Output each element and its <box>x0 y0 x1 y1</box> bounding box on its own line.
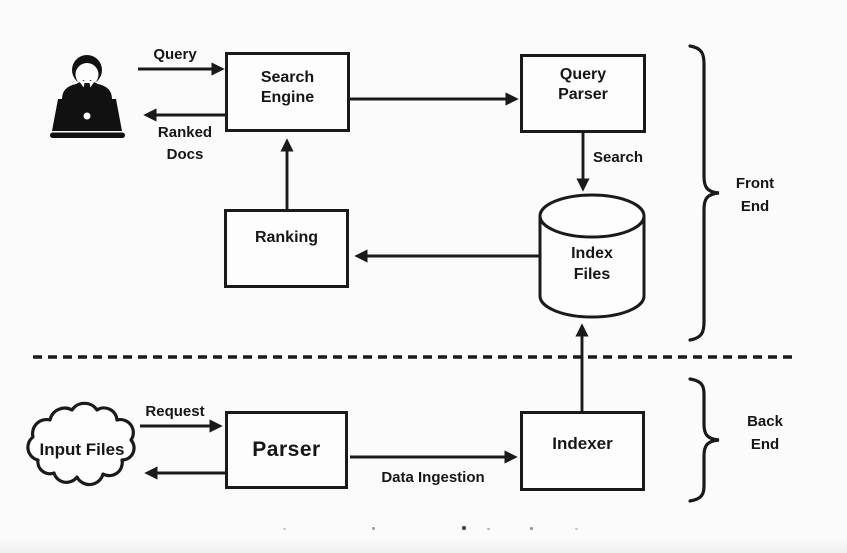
artifact-dot <box>283 528 286 530</box>
input-files-label: Input Files <box>39 440 125 459</box>
index-files-label: Index Files <box>540 243 644 285</box>
index-files-label-line1: Index <box>571 245 613 262</box>
artifact-dot <box>575 528 578 530</box>
parser-label: Parser <box>252 438 321 461</box>
index-files-label-line2: Files <box>573 266 611 283</box>
back-end-label-line2: End <box>750 436 780 453</box>
cloud-icon <box>26 401 136 487</box>
ranked-docs-label-line1: Ranked <box>157 124 213 141</box>
indexer-label: Indexer <box>552 434 613 453</box>
query-edge-label: Query <box>153 46 197 63</box>
query-parser-box: Query Parser <box>520 54 646 133</box>
search-engine-label-line2: Engine <box>260 89 315 106</box>
ranked-docs-label-line2: Docs <box>166 146 204 163</box>
data-ingestion-edge-label: Data Ingestion <box>381 469 485 486</box>
page-bottom-shading <box>0 539 847 553</box>
front-end-label-line1: Front <box>735 175 775 192</box>
ranking-label: Ranking <box>254 229 319 246</box>
back-end-label-line1: Back <box>747 413 783 430</box>
search-engine-label-line1: Search <box>260 69 315 86</box>
request-edge-label: Request <box>145 403 205 420</box>
search-engine-box: Search Engine <box>225 52 350 132</box>
indexer-box: Indexer <box>520 411 645 491</box>
parser-box: Parser <box>225 411 348 489</box>
back-end-section-label: Back End <box>725 410 805 456</box>
artifact-dot <box>372 527 375 530</box>
ranked-docs-edge-label: Ranked Docs <box>135 122 235 166</box>
artifact-dot <box>530 527 533 530</box>
back-end-brace <box>688 377 720 503</box>
database-cylinder-icon <box>538 193 646 319</box>
query-parser-label-line2: Parser <box>558 86 608 103</box>
query-parser-label-line1: Query <box>559 66 607 83</box>
artifact-dot <box>487 528 490 530</box>
front-end-label-line2: End <box>740 198 770 215</box>
ranking-box: Ranking <box>224 209 349 288</box>
artifact-dot <box>462 526 466 530</box>
user-at-laptop-icon <box>50 55 125 138</box>
front-end-section-label: Front End <box>715 172 795 218</box>
front-end-brace <box>688 44 720 342</box>
search-edge-label: Search <box>592 149 644 166</box>
